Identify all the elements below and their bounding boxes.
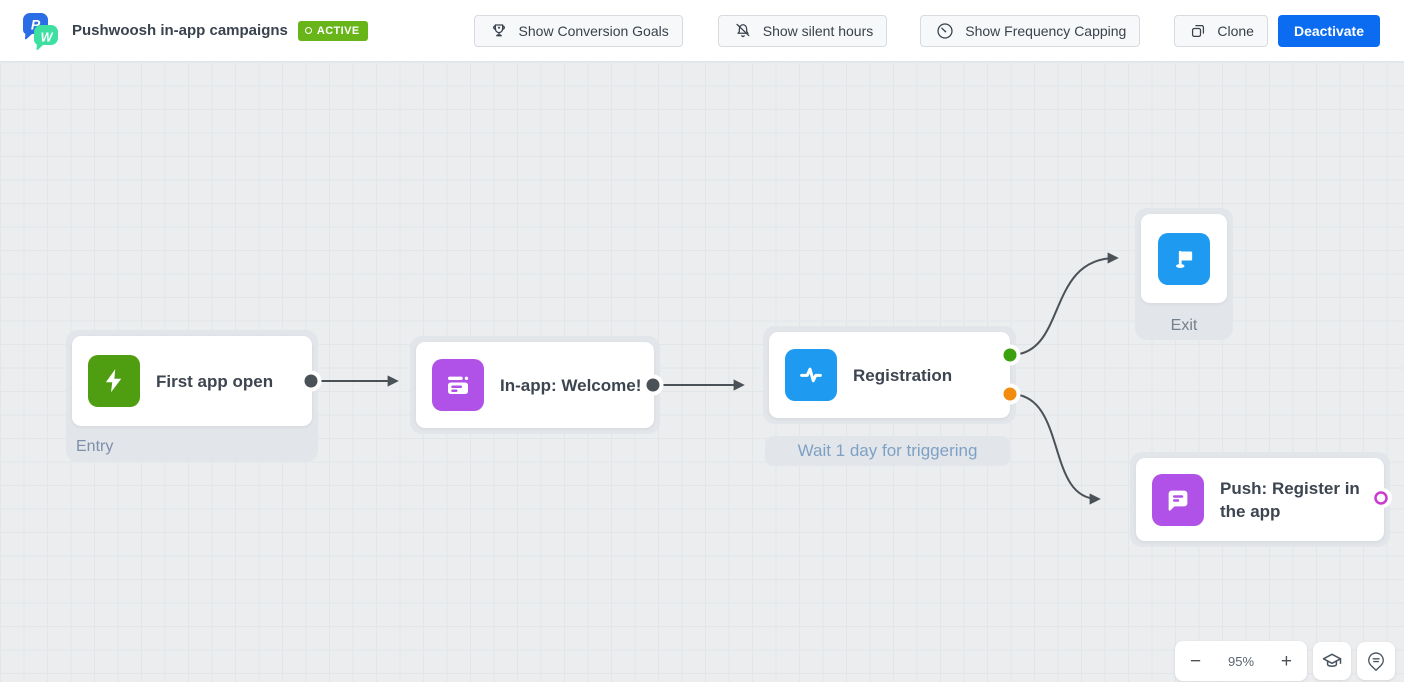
flag-icon xyxy=(1158,232,1210,285)
lightning-icon xyxy=(88,355,140,407)
zoom-in-button[interactable]: + xyxy=(1280,650,1292,672)
svg-text:P: P xyxy=(31,16,41,32)
clone-button[interactable]: Clone xyxy=(1174,14,1268,47)
tutorial-button[interactable] xyxy=(1313,642,1351,680)
node-registration-container: Registration xyxy=(763,326,1016,424)
node-first-app-open[interactable]: First app open xyxy=(72,336,312,426)
entry-label: Entry xyxy=(76,438,114,455)
show-conversion-goals-button[interactable]: Show Conversion Goals xyxy=(473,14,683,47)
node-registration[interactable]: Registration xyxy=(769,332,1010,418)
bell-off-icon xyxy=(736,23,750,37)
show-silent-hours-button[interactable]: Show silent hours xyxy=(717,14,888,47)
node-title: In-app: Welcome! xyxy=(500,375,642,395)
pushwoosh-logo-icon: P W xyxy=(23,12,58,50)
show-frequency-capping-button[interactable]: Show Frequency Capping xyxy=(920,14,1141,47)
node-inapp-welcome[interactable]: In-app: Welcome! xyxy=(416,342,654,428)
exit-label: Exit xyxy=(1170,317,1198,334)
zoom-bar: − 95% + xyxy=(1175,641,1307,681)
wait-badge: Wait 1 day for triggering xyxy=(765,436,1010,466)
node-title: First app open xyxy=(156,371,274,391)
graduation-cap-icon xyxy=(1322,653,1342,667)
clone-icon xyxy=(1192,24,1205,37)
inapp-message-icon xyxy=(432,359,484,411)
node-title: Push: Register in the app xyxy=(1220,478,1360,521)
gauge-icon xyxy=(937,22,953,39)
deactivate-button[interactable]: Deactivate xyxy=(1277,14,1380,47)
feedback-pin-icon xyxy=(1368,652,1384,671)
node-push-register[interactable]: Push: Register in the app xyxy=(1136,458,1384,541)
node-title: Registration xyxy=(853,365,953,385)
zoom-level: 95% xyxy=(1227,653,1255,669)
zoom-out-button[interactable]: − xyxy=(1190,650,1202,672)
status-dot-icon xyxy=(304,27,312,34)
svg-text:W: W xyxy=(41,30,54,44)
connector-registration-to-push xyxy=(1009,393,1101,505)
page-title: Pushwoosh in-app campaigns xyxy=(72,22,288,39)
node-exit[interactable] xyxy=(1141,214,1227,303)
pulse-icon xyxy=(785,349,837,401)
connector-registration-to-exit xyxy=(1009,252,1119,356)
status-badge: ACTIVE xyxy=(297,20,368,41)
node-exit-container: Exit xyxy=(1135,208,1233,340)
trophy-icon xyxy=(492,23,505,36)
header: P W Pushwoosh in-app campaigns ACTIVE Sh… xyxy=(0,0,1404,62)
node-push-container: Push: Register in the app xyxy=(1130,452,1390,547)
feedback-button[interactable] xyxy=(1357,642,1395,680)
journey-canvas[interactable]: First app open Entry In-app: Welcome! xyxy=(0,62,1404,682)
push-message-icon xyxy=(1152,473,1204,526)
node-inapp-container: In-app: Welcome! xyxy=(410,336,660,434)
node-entry-container: First app open Entry xyxy=(66,330,318,462)
